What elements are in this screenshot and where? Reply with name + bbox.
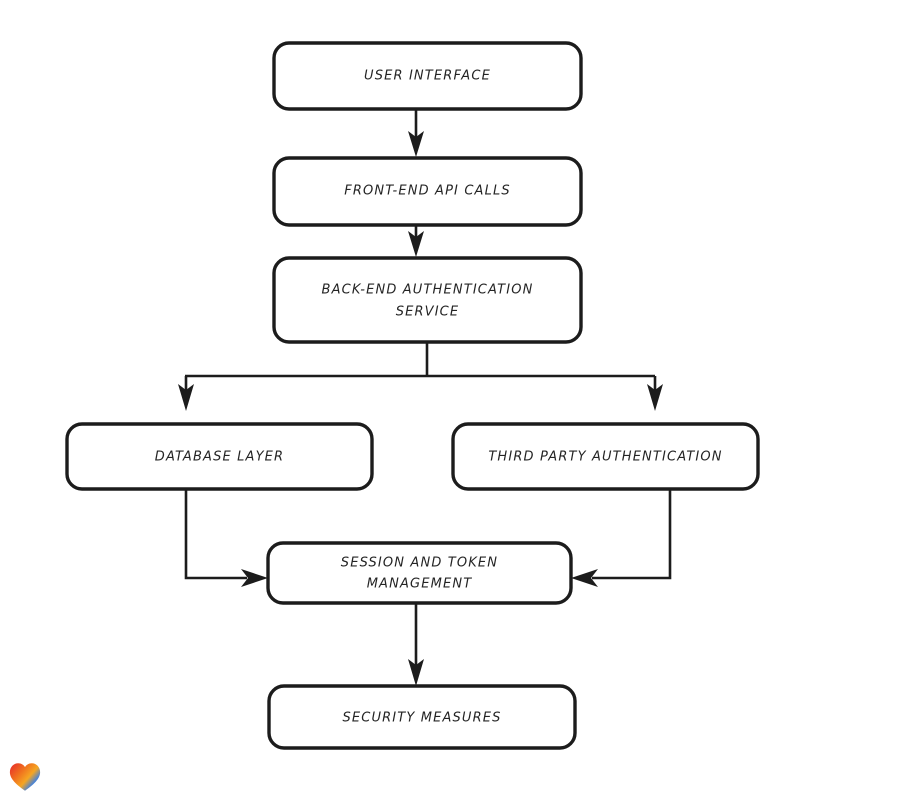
node-user-interface[interactable]: User Interface	[272, 41, 583, 111]
node-box-database-layer[interactable]	[65, 422, 374, 491]
edge-api-to-backend	[408, 225, 424, 257]
heart-icon	[9, 763, 41, 791]
node-box-third-party-authentication[interactable]	[451, 422, 760, 491]
node-label-session-line1: Session and Token	[341, 556, 498, 571]
edge-thirdparty-to-session	[571, 489, 672, 587]
node-label-security-measures: Security Measures	[342, 711, 501, 726]
node-label-database-layer: Database Layer	[155, 450, 284, 465]
node-label-user-interface: User Interface	[364, 69, 491, 84]
node-box-session-and-token-management[interactable]	[266, 541, 573, 605]
node-box-backend-auth-service[interactable]	[272, 256, 583, 344]
node-session-and-token-management[interactable]: Session and Token Management	[266, 541, 573, 605]
node-label-frontend-api-calls: Front-End API Calls	[344, 184, 511, 199]
node-box-user-interface[interactable]	[272, 41, 583, 111]
edge-database-to-session	[184, 489, 268, 587]
edge-backend-branch-trunk	[185, 342, 655, 378]
node-label-backend-auth-service-line1: Back-End Authentication	[322, 283, 534, 298]
node-third-party-authentication[interactable]: Third Party Authentication	[451, 422, 760, 491]
edge-backend-to-thirdparty	[647, 376, 663, 411]
node-database-layer[interactable]: Database Layer	[65, 422, 374, 491]
node-box-security-measures[interactable]	[267, 684, 577, 750]
node-label-third-party-authentication: Third Party Authentication	[488, 450, 722, 465]
node-box-frontend-api-calls[interactable]	[272, 156, 583, 227]
node-label-session-line2: Management	[367, 577, 473, 592]
edge-session-to-security	[408, 603, 424, 686]
edge-backend-to-database	[178, 376, 194, 411]
node-backend-auth-service[interactable]: Back-End Authentication Service	[272, 256, 583, 344]
edge-ui-to-api	[408, 109, 424, 157]
node-security-measures[interactable]: Security Measures	[267, 684, 577, 750]
node-label-backend-auth-service-line2: Service	[396, 305, 460, 320]
node-frontend-api-calls[interactable]: Front-End API Calls	[272, 156, 583, 227]
